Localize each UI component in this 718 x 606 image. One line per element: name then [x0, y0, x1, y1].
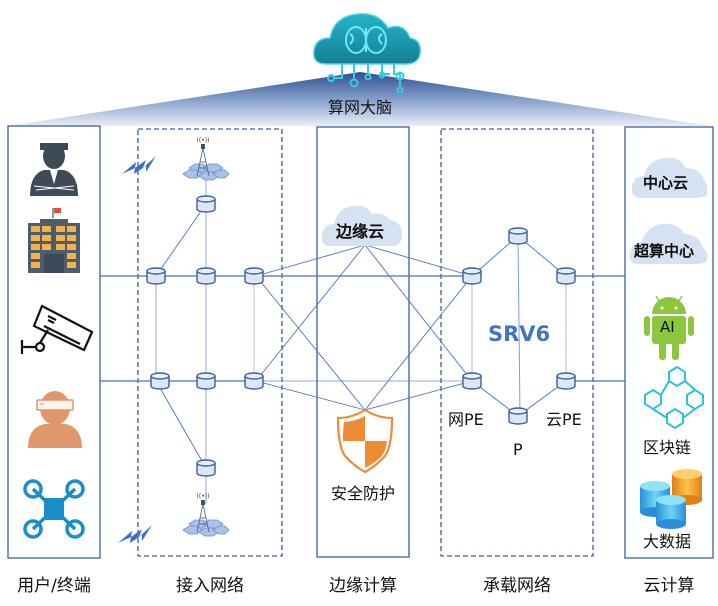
router-node: [150, 372, 170, 390]
srv6-label: SRV6: [488, 322, 551, 346]
cloud-frame: [624, 126, 714, 559]
net-pe-label: 网PE: [448, 410, 484, 429]
column-label-bearer: 承载网络: [483, 576, 551, 596]
security-shield-icon: [336, 408, 394, 474]
network-links: [100, 165, 625, 504]
router-node: [146, 267, 166, 285]
blockchain-icon: [644, 365, 704, 430]
supercomputing-label: 超算中心: [634, 242, 695, 260]
p-router-node: [508, 227, 528, 245]
ai-label: AI: [660, 318, 675, 336]
vr-headset-user-icon: [28, 391, 82, 448]
brain-umbrella: [8, 72, 712, 126]
android-ai-icon: [644, 295, 694, 360]
cloud-pe-label: 云PE: [546, 410, 582, 429]
center-cloud-label: 中心云: [643, 174, 689, 192]
edge-cloud-label: 边缘云: [336, 222, 385, 241]
bigdata-label: 大数据: [643, 532, 692, 551]
access-frame: [137, 128, 283, 557]
wireless-signal-icon: [118, 525, 152, 543]
edge-frame: [316, 126, 410, 558]
big-data-icon: [640, 469, 702, 529]
column-label-users: 用户/终端: [17, 576, 91, 596]
businessman-icon: [30, 143, 78, 196]
base-station-icon: [182, 136, 230, 181]
cloud-pe-node: [556, 267, 576, 285]
wireless-signal-icon: [122, 156, 156, 174]
base-station-icon: [182, 492, 230, 537]
column-label-access: 接入网络: [176, 576, 244, 596]
center-cloud-shape: [631, 157, 708, 198]
router-node: [196, 459, 216, 477]
p-label: P: [513, 440, 523, 459]
cloud-brain-icon: [313, 13, 422, 94]
column-label-cloud: 云计算: [643, 576, 695, 596]
drone-icon: [23, 479, 85, 539]
office-building-icon: [28, 208, 80, 273]
router-node: [244, 372, 264, 390]
router-node: [244, 267, 264, 285]
supercomputing-cloud-shape: [629, 223, 708, 264]
brain-label: 算网大脑: [328, 98, 393, 117]
surveillance-camera-icon: [20, 304, 94, 354]
router-node: [196, 195, 216, 213]
blockchain-label: 区块链: [643, 438, 692, 457]
bearer-frame: [440, 128, 594, 557]
router-node: [196, 372, 216, 390]
users-frame: [7, 125, 101, 559]
router-node: [196, 267, 216, 285]
security-label: 安全防护: [331, 484, 396, 503]
cloud-pe-node: [556, 372, 576, 390]
net-pe-node: [462, 372, 482, 390]
column-label-edge: 边缘计算: [329, 576, 397, 596]
edge-cloud-shape: [321, 205, 402, 246]
net-pe-node: [462, 267, 482, 285]
access-nodes: [146, 195, 264, 477]
p-router-node: [508, 407, 528, 425]
